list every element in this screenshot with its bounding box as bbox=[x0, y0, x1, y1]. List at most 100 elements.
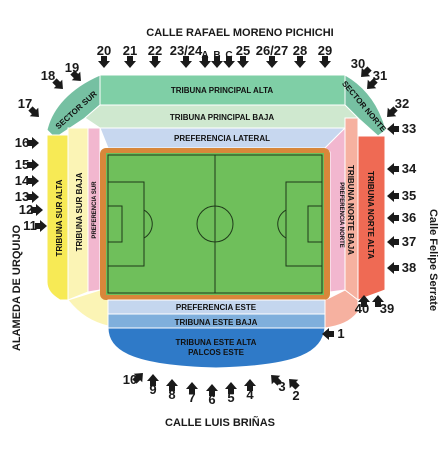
gate-3[interactable]: 3 bbox=[278, 379, 285, 394]
gate-arrow-icon bbox=[149, 56, 161, 68]
sector-sur-area[interactable] bbox=[46, 74, 101, 139]
tribuna-este-alta-label-2: PALCOS ESTE bbox=[188, 348, 245, 357]
gate-2[interactable]: 2 bbox=[292, 388, 299, 403]
gate-arrow-icon bbox=[132, 373, 143, 384]
gate-arrow-icon bbox=[52, 78, 63, 89]
tribuna-norte-alta-area[interactable] bbox=[357, 135, 386, 301]
tribuna-sur-baja-label: TRIBUNA SUR BAJA bbox=[75, 172, 84, 251]
gate-37[interactable]: 37 bbox=[402, 234, 416, 249]
gate-arrow-icon bbox=[70, 70, 81, 81]
gate-23-24[interactable]: 23/24 bbox=[170, 43, 203, 58]
gate-35[interactable]: 35 bbox=[402, 188, 416, 203]
norte-corner-area bbox=[324, 289, 359, 329]
gate-c[interactable]: C bbox=[225, 50, 232, 61]
gate-arrow-icon bbox=[322, 328, 334, 340]
gate-16[interactable]: 16 bbox=[15, 135, 29, 150]
gate-36[interactable]: 36 bbox=[402, 210, 416, 225]
gate-6[interactable]: 6 bbox=[208, 392, 215, 407]
gate-25[interactable]: 25 bbox=[236, 43, 250, 58]
gate-15[interactable]: 15 bbox=[15, 157, 29, 172]
gate-arrow-icon bbox=[186, 382, 198, 394]
tribuna-principal-baja-label: TRIBUNA PRINCIPAL BAJA bbox=[170, 113, 275, 122]
gate-arrow-icon bbox=[289, 379, 300, 390]
gate-arrow-icon bbox=[387, 212, 399, 224]
gate-5[interactable]: 5 bbox=[227, 390, 234, 405]
gate-arrow-icon bbox=[206, 384, 218, 396]
gate-arrow-icon bbox=[387, 190, 399, 202]
gate-8[interactable]: 8 bbox=[168, 387, 175, 402]
gate-31[interactable]: 31 bbox=[373, 68, 387, 83]
gate-28[interactable]: 28 bbox=[293, 43, 307, 58]
gate-40[interactable]: 40 bbox=[355, 301, 369, 316]
gate-arrows bbox=[27, 56, 399, 396]
gate-26-27[interactable]: 26/27 bbox=[256, 43, 289, 58]
gate-arrow-icon bbox=[27, 159, 39, 171]
tribuna-norte-alta-label: TRIBUNA NORTE ALTA bbox=[366, 171, 375, 259]
gate-1[interactable]: 1 bbox=[337, 326, 344, 341]
gate-a[interactable]: A bbox=[201, 50, 208, 61]
gate-arrow-icon bbox=[266, 56, 278, 68]
gate-30[interactable]: 30 bbox=[351, 56, 365, 71]
gate-arrow-icon bbox=[180, 56, 192, 68]
gate-29[interactable]: 29 bbox=[318, 43, 332, 58]
gate-33[interactable]: 33 bbox=[402, 121, 416, 136]
tribuna-este-alta-area[interactable] bbox=[107, 327, 326, 369]
gate-b[interactable]: B bbox=[213, 50, 220, 61]
gate-arrow-icon bbox=[294, 56, 306, 68]
gate-12[interactable]: 12 bbox=[19, 202, 33, 217]
preferencia-norte-label: PREFERENCIA NORTE bbox=[338, 182, 344, 247]
gate-32[interactable]: 32 bbox=[395, 96, 409, 111]
gate-arrow-icon bbox=[27, 191, 39, 203]
gate-arrow-icon bbox=[223, 56, 235, 68]
gate-21[interactable]: 21 bbox=[123, 43, 137, 58]
gate-39[interactable]: 39 bbox=[380, 301, 394, 316]
gate-19[interactable]: 19 bbox=[65, 60, 79, 75]
gate-22[interactable]: 22 bbox=[148, 43, 162, 58]
gate-arrow-icon bbox=[166, 379, 178, 391]
gate-arrow-icon bbox=[147, 374, 159, 386]
gate-arrow-icon bbox=[31, 204, 43, 216]
street-south: CALLE LUIS BRIÑAS bbox=[165, 416, 275, 429]
gate-arrow-icon bbox=[319, 56, 331, 68]
tribuna-principal-alta-label: TRIBUNA PRINCIPAL ALTA bbox=[171, 86, 274, 95]
gate-11[interactable]: 11 bbox=[23, 218, 37, 233]
gate-arrow-icon bbox=[98, 56, 110, 68]
gate-34[interactable]: 34 bbox=[402, 161, 417, 176]
gate-arrow-icon bbox=[387, 236, 399, 248]
gate-arrow-icon bbox=[358, 295, 370, 307]
sector-norte-area[interactable] bbox=[344, 74, 387, 137]
gate-10[interactable]: 10 bbox=[123, 372, 137, 387]
gate-arrow-icon bbox=[35, 220, 47, 232]
gate-arrow-icon bbox=[28, 106, 39, 117]
gate-arrow-icon bbox=[27, 137, 39, 149]
gate-arrow-icon bbox=[27, 175, 39, 187]
street-west: ALAMEDA DE URQUIJO bbox=[11, 225, 23, 352]
gate-arrow-icon bbox=[199, 56, 211, 68]
gate-13[interactable]: 13 bbox=[15, 189, 29, 204]
tribuna-sur-alta-label: TRIBUNA SUR ALTA bbox=[55, 179, 64, 256]
gate-9[interactable]: 9 bbox=[149, 382, 156, 397]
street-north: CALLE RAFAEL MORENO PICHICHI bbox=[146, 27, 333, 39]
tribuna-este-alta-label-1: TRIBUNA ESTE ALTA bbox=[176, 338, 257, 347]
gate-arrow-icon bbox=[237, 56, 249, 68]
tribuna-sur-alta-area[interactable] bbox=[46, 134, 69, 301]
gate-4[interactable]: 4 bbox=[246, 387, 254, 402]
street-east: Calle Felipe Serrate bbox=[427, 209, 439, 311]
gate-arrow-icon bbox=[387, 123, 399, 135]
gate-arrow-icon bbox=[271, 375, 282, 386]
gate-17[interactable]: 17 bbox=[18, 96, 32, 111]
gate-arrow-icon bbox=[225, 382, 237, 394]
gate-18[interactable]: 18 bbox=[41, 68, 55, 83]
gate-14[interactable]: 14 bbox=[15, 173, 30, 188]
gate-arrow-icon bbox=[244, 379, 256, 391]
gate-7[interactable]: 7 bbox=[188, 390, 195, 405]
gate-arrow-icon bbox=[367, 78, 378, 89]
gate-arrow-icon bbox=[387, 163, 399, 175]
gate-arrow-icon bbox=[372, 295, 384, 307]
gate-20[interactable]: 20 bbox=[97, 43, 111, 58]
gate-arrow-icon bbox=[124, 56, 136, 68]
gate-arrow-icon bbox=[211, 56, 223, 68]
gate-38[interactable]: 38 bbox=[402, 260, 416, 275]
tribuna-norte-baja-label: TRIBUNA NORTE BAJA bbox=[346, 165, 355, 255]
gate-arrow-icon bbox=[387, 106, 398, 117]
